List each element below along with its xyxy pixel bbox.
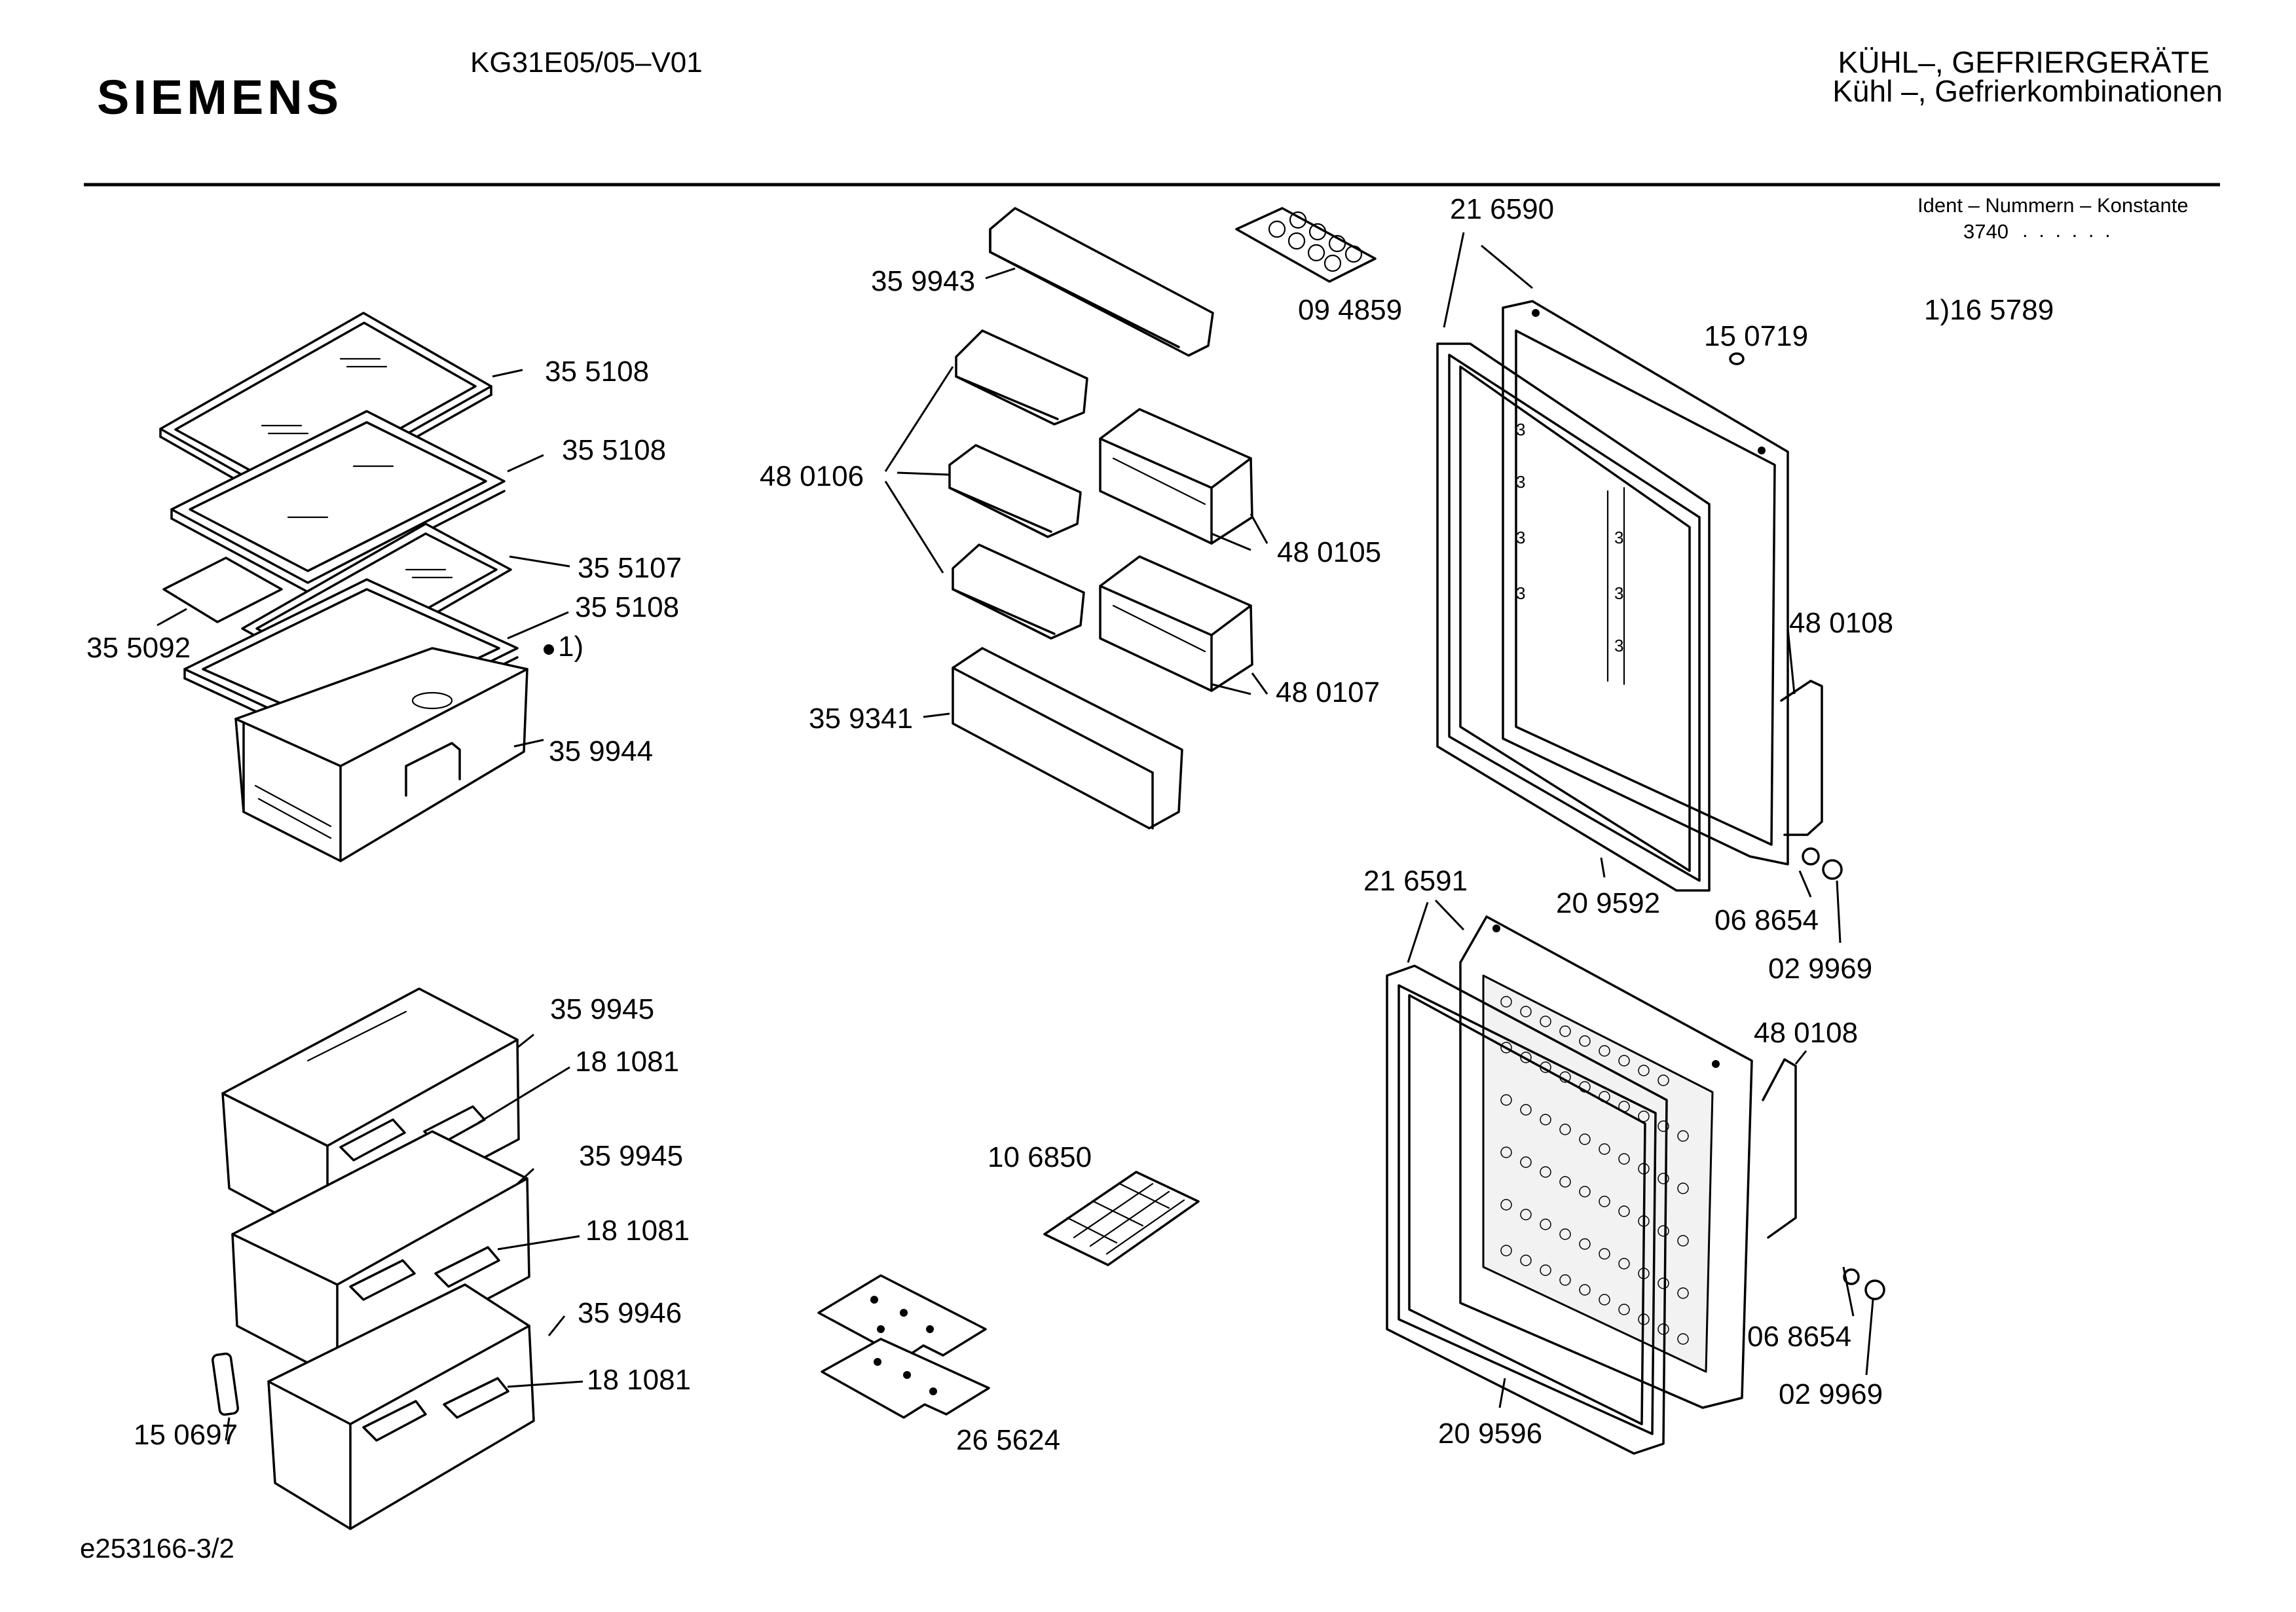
brand-logo: SIEMENS	[97, 70, 343, 124]
freezer-door	[1459, 915, 1753, 1409]
part-label: 10 6850	[988, 1141, 1092, 1173]
fridge-door-handle	[1780, 680, 1823, 836]
door-bin-long-bottom	[952, 647, 1183, 830]
part-label: 35 9945	[550, 993, 655, 1025]
document-id: e253166-3/2	[80, 1533, 234, 1564]
part-label: 02 9969	[1779, 1378, 1883, 1410]
svg-text:3: 3	[1516, 583, 1525, 603]
hinge-screw-fridge	[1802, 847, 1843, 880]
part-label: 48 0107	[1276, 676, 1380, 708]
part-label: 26 5624	[956, 1424, 1061, 1456]
vegetable-drawer-3	[267, 1283, 535, 1530]
door-bin-medium-1	[1099, 408, 1253, 545]
part-label: 35 9341	[809, 703, 914, 735]
part-label: 35 9943	[871, 265, 976, 297]
part-label: 20 9596	[1438, 1418, 1543, 1450]
part-label: 35 5092	[86, 632, 191, 664]
drawer-handle-insert	[212, 1352, 239, 1416]
part-label: 35 9944	[549, 735, 654, 767]
part-label: 06 8654	[1747, 1321, 1852, 1353]
vegetable-drawer-2	[231, 1130, 530, 1380]
cold-pack-2	[821, 1338, 990, 1419]
part-label: 35 5107	[578, 552, 682, 584]
crisper-drawer-upper	[234, 647, 528, 862]
cold-pack-1	[817, 1274, 987, 1360]
part-label: 18 1081	[585, 1215, 690, 1247]
svg-text:3: 3	[1516, 420, 1525, 439]
hinge-screw-freezer	[1843, 1268, 1885, 1300]
door-bin-medium-2	[1099, 555, 1253, 692]
part-label: 35 5108	[545, 356, 650, 388]
svg-text:3: 3	[1614, 583, 1623, 603]
footnote-part-number: 1)16 5789	[1924, 294, 2054, 326]
ice-cube-tray	[1043, 1171, 1200, 1266]
part-label: 09 4859	[1298, 294, 1403, 326]
part-label: 48 0106	[760, 460, 864, 492]
ident-label: Ident – Nummern – Konstante	[1917, 194, 2189, 217]
part-label: 35 5108	[575, 591, 680, 623]
part-label: 18 1081	[587, 1364, 692, 1396]
part-label: 35 5108	[562, 434, 667, 466]
part-label: 15 0697	[134, 1419, 238, 1451]
category-title: KÜHL–, GEFRIERGERÄTE	[1838, 45, 2210, 79]
fridge-door: 3 3 3 3 3 3 3	[1502, 300, 1789, 866]
footnote-marker: 1)	[558, 631, 584, 663]
part-label: 35 9946	[578, 1297, 682, 1329]
part-label: 06 8654	[1714, 904, 1819, 936]
part-label: 20 9592	[1556, 887, 1661, 919]
ident-constant: 3740	[1963, 220, 2009, 243]
egg-tray	[1235, 207, 1377, 283]
door-bin-small-2	[948, 444, 1082, 538]
footnote-screw	[544, 644, 554, 655]
part-label: 02 9969	[1768, 953, 1873, 985]
part-label: 15 0719	[1704, 320, 1809, 352]
svg-text:3: 3	[1614, 636, 1623, 655]
hinge-pin-top	[1729, 352, 1745, 365]
ident-dots: . . . . . .	[2022, 219, 2113, 242]
leader-lines	[157, 232, 1874, 1441]
door-bin-small-1	[955, 329, 1088, 426]
svg-text:3: 3	[1516, 528, 1525, 547]
category-subtitle: Kühl –, Gefrierkombinationen	[1832, 74, 2223, 108]
svg-text:3: 3	[1614, 528, 1623, 547]
part-label: 18 1081	[575, 1046, 680, 1078]
freezer-door-handle	[1762, 1058, 1797, 1239]
fridge-door-gasket	[1436, 342, 1711, 892]
freezer-door-gasket	[1386, 964, 1668, 1455]
part-label: 21 6590	[1450, 193, 1555, 225]
model-number: KG31E05/05–V01	[470, 46, 703, 79]
part-label: 48 0105	[1277, 536, 1382, 568]
part-label: 35 9945	[579, 1140, 684, 1172]
door-bin-small-3	[952, 543, 1085, 640]
part-label: 21 6591	[1363, 865, 1468, 897]
svg-text:3: 3	[1516, 472, 1525, 492]
part-label: 48 0108	[1789, 607, 1894, 639]
part-label: 48 0108	[1754, 1017, 1859, 1049]
door-bin-long-top	[989, 207, 1214, 357]
